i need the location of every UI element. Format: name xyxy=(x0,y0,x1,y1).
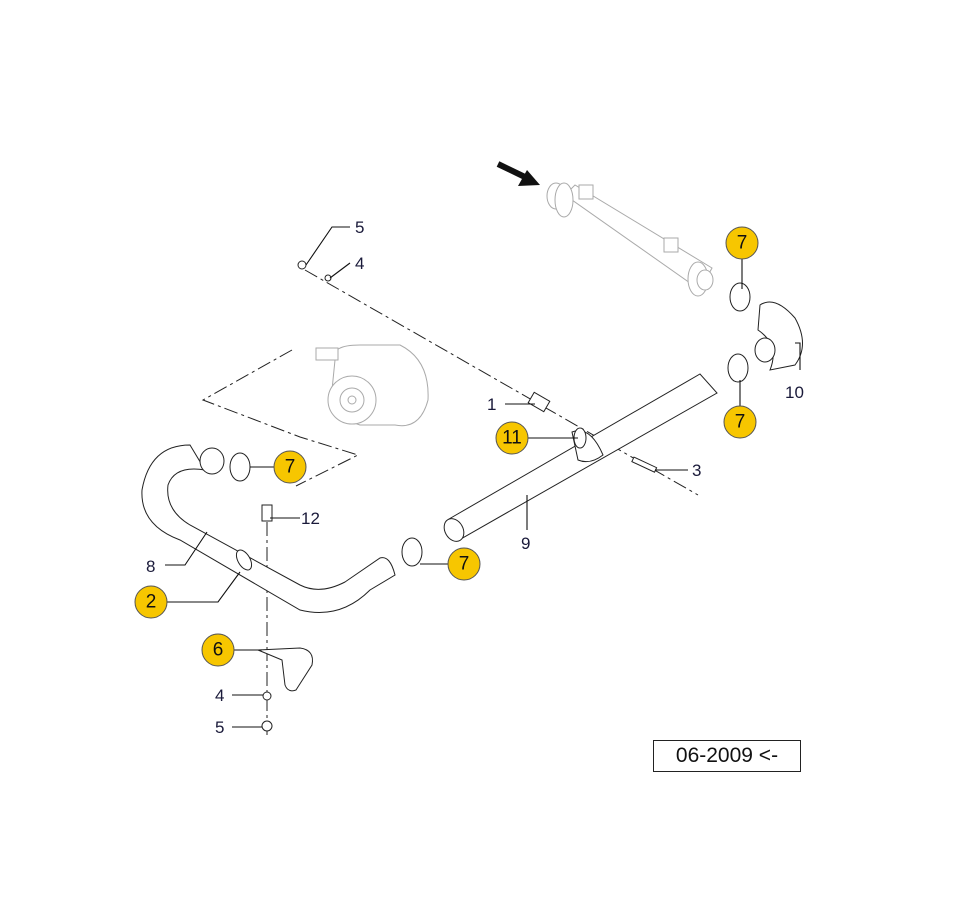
badge-label: 7 xyxy=(285,457,296,478)
badge-7[interactable]: 7 xyxy=(273,450,307,484)
hose-clamps xyxy=(229,282,751,567)
leader-lines xyxy=(165,226,801,728)
pipe-9 xyxy=(443,373,718,542)
callout-10: 10 xyxy=(785,383,804,402)
callout-3: 3 xyxy=(692,461,701,480)
badge-label: 2 xyxy=(146,592,157,613)
badge-label: 7 xyxy=(735,412,746,433)
water-pump xyxy=(315,344,429,427)
badge-7[interactable]: 7 xyxy=(725,226,759,260)
callout-12: 12 xyxy=(301,509,320,528)
badge-6[interactable]: 6 xyxy=(201,633,235,667)
badge-label: 7 xyxy=(737,233,748,254)
badge-label: 11 xyxy=(502,428,522,449)
callout-8: 8 xyxy=(146,557,155,576)
badge-7[interactable]: 7 xyxy=(723,405,757,439)
assembly-guide-lines xyxy=(201,269,699,735)
badge-label: 7 xyxy=(459,554,470,575)
callout-9: 9 xyxy=(521,534,530,553)
callout-5: 5 xyxy=(355,218,364,237)
callout-4: 4 xyxy=(355,254,364,273)
callout-5: 5 xyxy=(215,718,224,737)
oil-cooler xyxy=(546,182,714,297)
badge-2[interactable]: 2 xyxy=(134,585,168,619)
fasteners xyxy=(257,260,658,732)
badge-label: 6 xyxy=(213,640,224,661)
callout-4: 4 xyxy=(215,686,224,705)
revision-stamp: 06-2009 <- xyxy=(653,740,801,772)
badge-7[interactable]: 7 xyxy=(447,547,481,581)
hose-8 xyxy=(141,444,396,613)
direction-arrow-icon xyxy=(496,161,540,186)
callout-1: 1 xyxy=(487,395,496,414)
elbow-hose-10 xyxy=(754,301,803,371)
badge-11[interactable]: 11 xyxy=(495,421,529,455)
